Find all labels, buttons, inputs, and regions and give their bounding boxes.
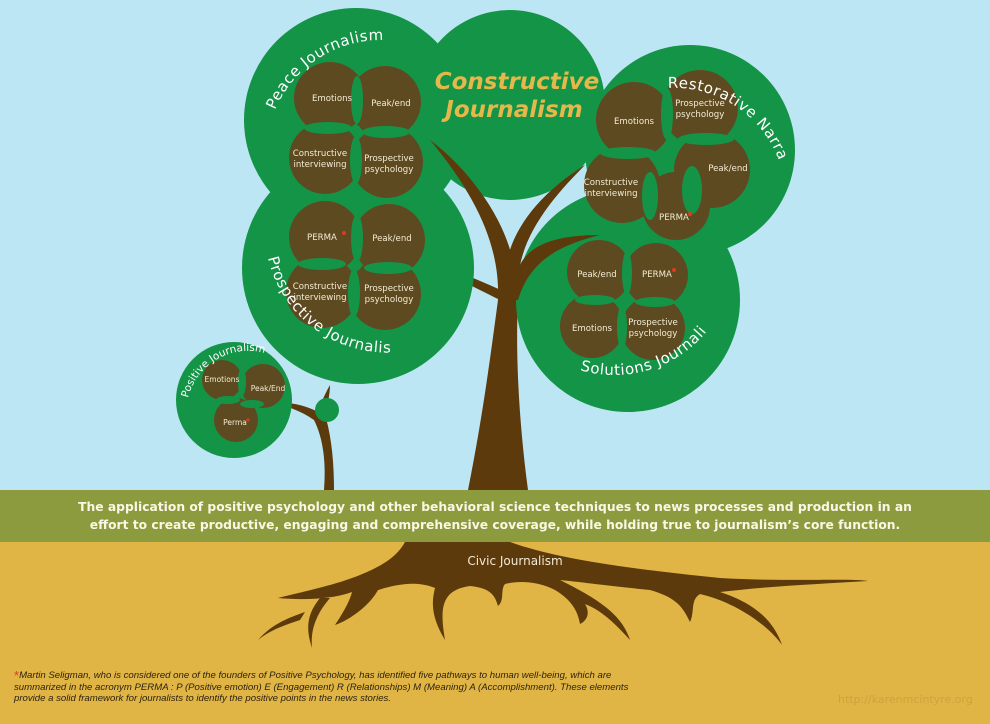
prospective-item-perma: PERMA (307, 233, 337, 243)
asterisk-marker (688, 212, 692, 216)
trunk (430, 140, 600, 490)
restorative-item-peak-end: Peak/end (708, 164, 748, 174)
cluster-positive-overlaps (216, 368, 264, 408)
cluster-peace (289, 62, 423, 198)
definition-text: The application of positive psychology a… (0, 498, 990, 534)
ground-band (0, 490, 990, 542)
cluster-positive (202, 360, 285, 442)
restorative-item-emotions: Emotions (614, 117, 655, 127)
root-branch (258, 612, 305, 640)
positive-item-emotions: Emotions (205, 375, 240, 384)
root-branch (308, 598, 330, 648)
cluster-solutions (560, 240, 688, 360)
footnote-line-2: summarized in the acronym PERMA : P (Pos… (14, 681, 629, 693)
definition-line-1: The application of positive psychology a… (78, 500, 912, 514)
peace-item-prospective: Prospective (364, 154, 414, 164)
civic-journalism-label: Civic Journalism (467, 554, 562, 568)
title-line-2: Journalism (441, 97, 582, 123)
asterisk-marker (246, 418, 250, 422)
cluster-restorative-overlaps (600, 88, 734, 220)
footnote: *Martin Seligman, who is considered one … (14, 668, 714, 705)
peace-item-emotions: Emotions (312, 94, 353, 104)
trunk-upper (430, 140, 600, 300)
definition-line-2: effort to create productive, engaging an… (89, 518, 901, 532)
cluster-prospective-overlaps (298, 214, 412, 317)
title-line-1: Constructive (435, 69, 600, 95)
positive-item-perma: Perma (223, 418, 247, 427)
solutions-item-perma: PERMA (642, 270, 672, 280)
peace-item-constructive: Constructive (293, 149, 347, 159)
asterisk-icon: * (14, 668, 20, 683)
peace-item-peak-end: Peak/end (371, 99, 411, 109)
footnote-line-1: Martin Seligman, who is considered one o… (19, 670, 612, 681)
canopy-small-bud (315, 398, 339, 422)
positive-item-peak-end: Peak/End (251, 384, 286, 393)
footnote-line-3: provide a solid framework for journalist… (14, 693, 391, 704)
solutions-item-peak-end: Peak/end (577, 270, 617, 280)
asterisk-marker (672, 268, 676, 272)
asterisk-marker (342, 231, 346, 235)
cluster-solutions-overlaps (575, 251, 675, 349)
cluster-peace-overlaps (304, 76, 410, 184)
roots (278, 542, 868, 645)
prospective-item-peak-end: Peak/end (372, 234, 412, 244)
credit-link[interactable]: http://karenmcintyre.org (838, 693, 973, 706)
restorative-item-perma: PERMA (659, 213, 689, 223)
cluster-prospective (286, 201, 425, 330)
solutions-item-emotions: Emotions (572, 324, 613, 334)
canopy-center (415, 10, 605, 200)
